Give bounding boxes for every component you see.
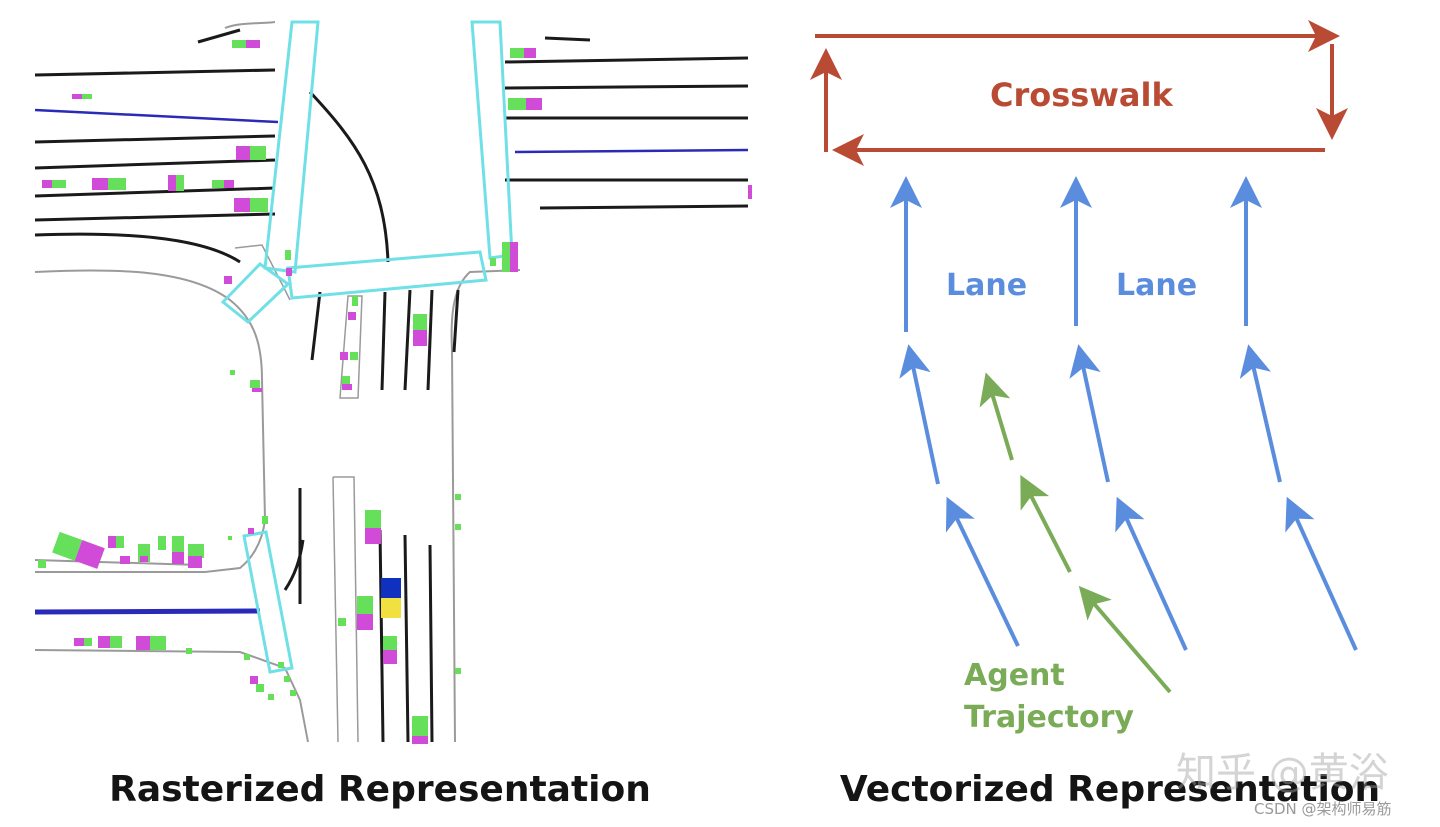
road-edges [34,21,749,743]
blue-lane-lines [34,108,749,615]
agent-trajectory-label-line1: Agent [964,658,1065,693]
agent-trajectory-vector [1020,474,1072,573]
crosswalk-vectors [810,20,1348,166]
lane-vectors [890,176,1358,651]
median-islands [234,244,363,743]
lane-vector [945,496,1020,647]
lane-label: Lane [946,268,1028,303]
agent-trajectory-label-line2: Trajectory [964,700,1134,735]
lane-vector [1239,344,1282,483]
lane-vector [1115,496,1188,651]
raster-agents [38,40,752,744]
zhihu-watermark: 知乎 @黄浴 [1176,750,1389,796]
agent-trajectory-vector [979,372,1014,461]
lane-vector [1069,344,1110,483]
crosswalk-label: Crosswalk [990,76,1173,114]
rasterized-map [34,20,752,744]
lane-vector [1285,496,1358,651]
lane-label: Lane [1116,268,1198,303]
raster-crosswalks [220,20,514,674]
rasterized-caption: Rasterized Representation [109,769,651,810]
vectorized-caption: Vectorized Representation [839,769,1381,810]
lane-vector [899,344,940,485]
agent-trajectory-vector [1078,585,1172,694]
vectorized-diagram [810,20,1358,694]
csdn-watermark: CSDN @架构师易筋 [1254,800,1392,818]
agent-trajectory-vectors [979,372,1172,694]
lane-lines [34,28,749,743]
